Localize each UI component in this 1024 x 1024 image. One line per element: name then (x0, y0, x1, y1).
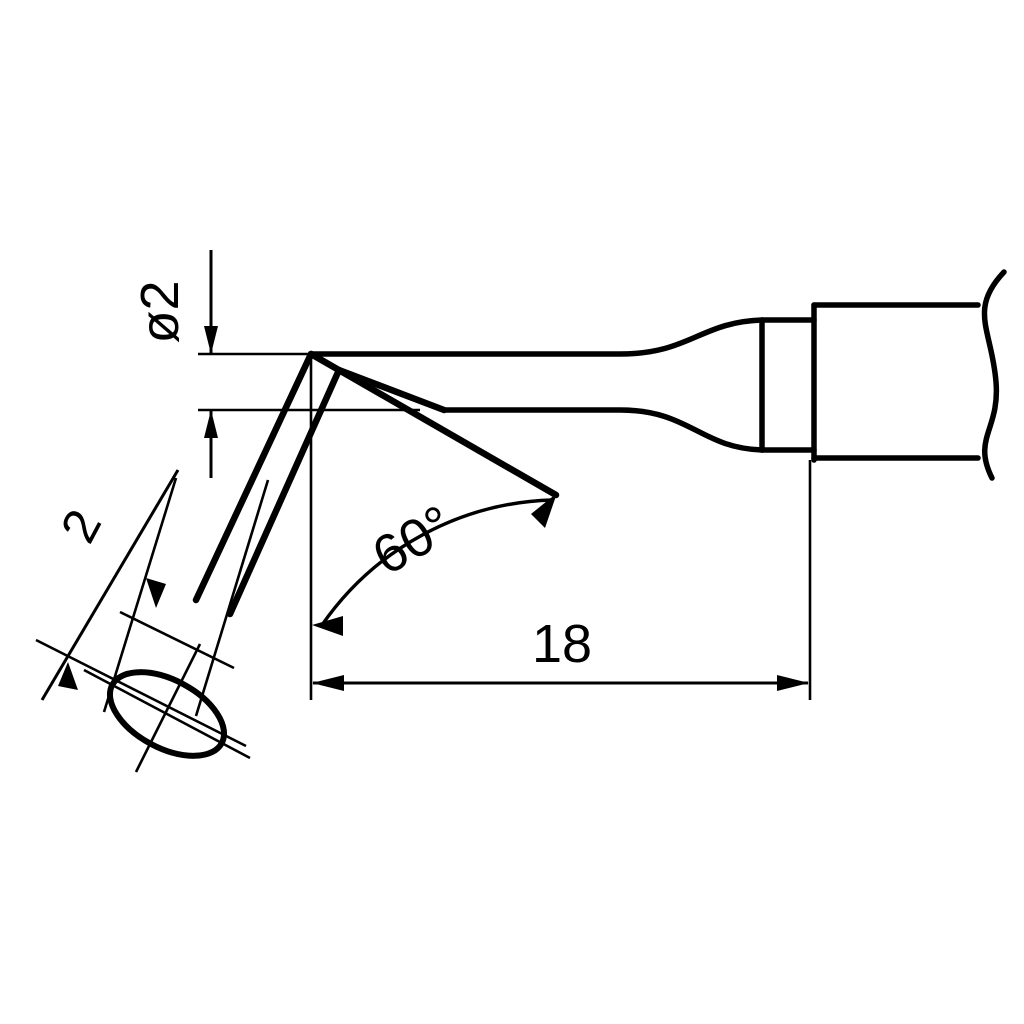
length-label: 18 (532, 614, 592, 674)
shaft-bottom-edge (441, 407, 765, 453)
bevel-edge-near (335, 366, 448, 414)
shaft-top-edge (308, 317, 765, 357)
angle-arc (320, 498, 553, 626)
length-arrow-right (777, 675, 809, 691)
dimension-length-group: 18 (312, 460, 812, 700)
detail-dim-arrow-lower (58, 662, 78, 690)
detail-width-label: 2 (50, 501, 113, 552)
angle-arrow-upper (531, 493, 557, 528)
diameter-label: ø2 (130, 280, 190, 343)
dimension-diameter-group: ø2 (130, 250, 420, 478)
angle-arrow-lower (312, 616, 343, 636)
main-view-tip-outline (192, 269, 1007, 618)
detail-dim-extension-upper (119, 610, 235, 670)
detail-dim-arrow-upper (146, 578, 166, 608)
break-line (981, 269, 1007, 481)
diameter-arrow-top (204, 326, 218, 354)
bevel-projection-left (192, 350, 315, 604)
detail-dim-line (40, 469, 180, 701)
diameter-arrow-bottom (204, 410, 218, 438)
length-arrow-left (312, 675, 344, 691)
detail-cylinder-edge-left (102, 477, 178, 713)
detail-view-group: 2 (35, 469, 270, 773)
angle-label: 60° (363, 494, 464, 587)
detail-dim-extension-lower (35, 638, 247, 748)
detail-centerline-major (83, 668, 251, 760)
detail-cylinder-edge-right (194, 479, 270, 717)
